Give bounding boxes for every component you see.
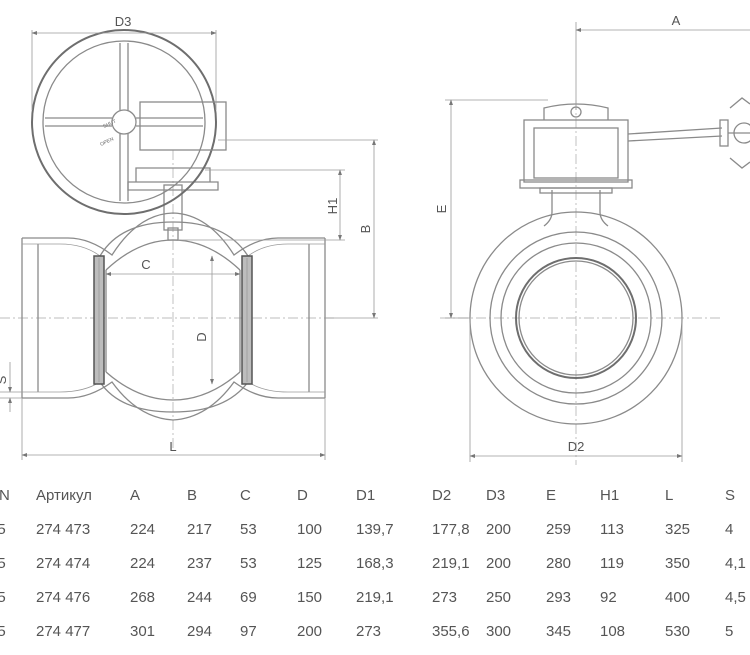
table-row: 25 274 477 301 294 97 200 273 355,6 300 … (0, 614, 750, 648)
table-cell: 530 (665, 622, 691, 640)
dim-b: B (358, 225, 373, 234)
col-header-s: S (725, 486, 736, 504)
table-cell: 355,6 (432, 622, 470, 640)
col-header-pn: PN (0, 486, 10, 504)
table-cell: 69 (240, 588, 257, 606)
table-cell: 280 (546, 554, 572, 572)
table-cell: 350 (665, 554, 691, 572)
col-header-d: D (297, 486, 308, 504)
end-view: A E D2 (434, 13, 750, 465)
table-cell: 25 (0, 622, 6, 640)
table-cell: 259 (546, 520, 572, 538)
table-cell: 200 (297, 622, 323, 640)
table-cell: 53 (240, 554, 257, 572)
table-cell: 4,5 (725, 588, 746, 606)
table-cell: 300 (486, 622, 512, 640)
table-cell: 168,3 (356, 554, 394, 572)
table-cell: 4,1 (725, 554, 746, 572)
table-row: 25 274 476 268 244 69 150 219,1 273 250 … (0, 580, 750, 614)
table-cell: 273 (432, 588, 458, 606)
table-cell: 53 (240, 520, 257, 538)
table-cell: 108 (600, 622, 626, 640)
dim-a: A (672, 13, 681, 28)
table-cell: 274 474 (36, 554, 91, 572)
col-header-d2: D2 (432, 486, 452, 504)
table-cell: 224 (130, 520, 156, 538)
dim-l: L (169, 439, 176, 454)
col-header-b: B (187, 486, 198, 504)
valve-drawing: SHUT OPEN D3 H1 B C D S L (0, 13, 750, 465)
table-cell: 237 (187, 554, 213, 572)
table-cell: 268 (130, 588, 156, 606)
table-cell: 125 (297, 554, 323, 572)
table-cell: 274 476 (36, 588, 91, 606)
open-label: OPEN (99, 136, 115, 148)
col-header-article: Артикул (36, 486, 92, 504)
table-cell: 217 (187, 520, 213, 538)
table-cell: 177,8 (432, 520, 470, 538)
col-header-d3: D3 (486, 486, 506, 504)
table-cell: 5 (725, 622, 734, 640)
table-cell: 273 (356, 622, 382, 640)
table-cell: 274 473 (36, 520, 91, 538)
table-header-row: PN Артикул A B C D D1 D2 D3 E H1 L S (0, 478, 750, 512)
table-cell: 345 (546, 622, 572, 640)
table-row: 25 274 474 224 237 53 125 168,3 219,1 20… (0, 546, 750, 580)
table-cell: 25 (0, 520, 6, 538)
section-view: SHUT OPEN D3 H1 B C D S L (0, 14, 378, 460)
table-cell: 244 (187, 588, 213, 606)
col-header-a: A (130, 486, 141, 504)
table-cell: 25 (0, 554, 6, 572)
col-header-c: C (240, 486, 251, 504)
col-header-h1: H1 (600, 486, 620, 504)
table-cell: 92 (600, 588, 617, 606)
table-cell: 119 (600, 554, 624, 572)
table-cell: 219,1 (356, 588, 394, 606)
dim-c: C (141, 257, 150, 272)
dim-h1: H1 (325, 198, 340, 215)
table-cell: 224 (130, 554, 156, 572)
table-cell: 274 477 (36, 622, 91, 640)
table-cell: 150 (297, 588, 323, 606)
table-cell: 100 (297, 520, 323, 538)
table-row: 25 274 473 224 217 53 100 139,7 177,8 20… (0, 512, 750, 546)
col-header-e: E (546, 486, 557, 504)
table-cell: 219,1 (432, 554, 470, 572)
table-cell: 294 (187, 622, 213, 640)
table-cell: 301 (130, 622, 156, 640)
dim-d: D (194, 332, 209, 341)
dim-s: S (0, 375, 9, 384)
table-cell: 97 (240, 622, 257, 640)
col-header-d1: D1 (356, 486, 376, 504)
col-header-l: L (665, 486, 674, 504)
table-cell: 200 (486, 520, 512, 538)
table-cell: 25 (0, 588, 6, 606)
table-cell: 325 (665, 520, 691, 538)
dim-d3-left: D3 (115, 14, 132, 29)
table-cell: 400 (665, 588, 691, 606)
spec-table: PN Артикул A B C D D1 D2 D3 E H1 L S 25 … (0, 478, 750, 648)
handwheel: SHUT OPEN (31, 29, 227, 215)
dim-d2: D2 (568, 439, 585, 454)
dim-e: E (434, 204, 449, 213)
table-cell: 200 (486, 554, 512, 572)
table-cell: 113 (600, 520, 624, 538)
table-cell: 139,7 (356, 520, 394, 538)
shut-label: SHUT (102, 119, 117, 130)
table-cell: 250 (486, 588, 512, 606)
table-cell: 293 (546, 588, 572, 606)
table-cell: 4 (725, 520, 734, 538)
